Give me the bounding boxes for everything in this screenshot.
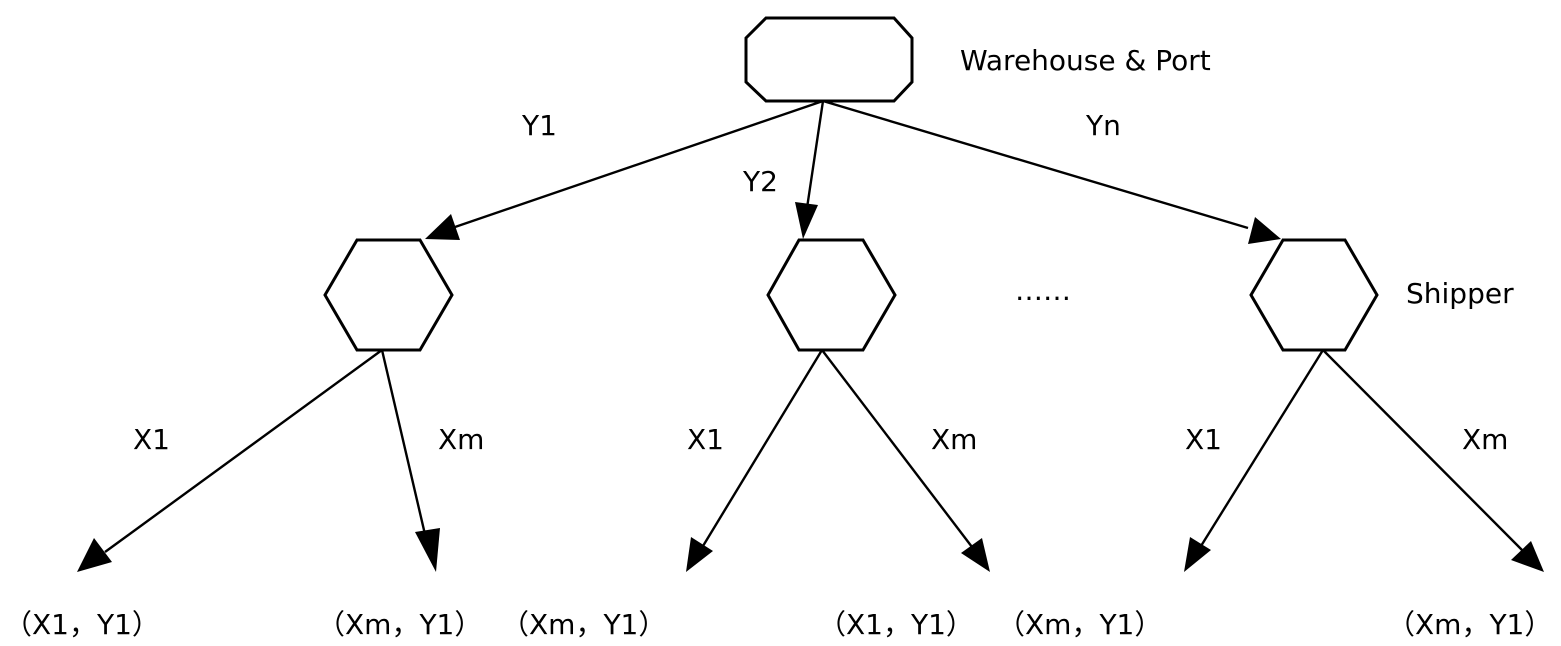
warehouse-port-node (744, 16, 914, 103)
edge-y2 (805, 100, 825, 209)
arrowhead-left-x1 (77, 538, 112, 572)
edge-label-y1: Y1 (521, 109, 557, 142)
edge-left-xm (380, 349, 429, 544)
edge-label-left-x1: X1 (133, 423, 170, 456)
edge-right-x1 (1199, 349, 1325, 547)
arrowhead-right-x1 (1184, 537, 1211, 572)
leaf-label: （X1，Y1） (818, 608, 974, 641)
arrowhead-y2 (795, 202, 818, 239)
arrowhead-left-xm (415, 528, 440, 572)
edge-label-left-xm: Xm (438, 423, 484, 456)
shipper-node-right (1249, 238, 1379, 352)
edge-label-yn: Yn (1085, 109, 1121, 142)
warehouse-port-label: Warehouse & Port (960, 44, 1211, 77)
arrowhead-middle-xm (961, 538, 990, 572)
edge-yn (822, 99, 1249, 230)
arrowhead-middle-x1 (686, 537, 713, 572)
shipper-node-left (323, 238, 454, 352)
leaf-label: （Xm，Y1） (997, 608, 1162, 641)
edge-right-xm (1322, 349, 1523, 551)
leaf-label: （Xm，Y1） (501, 608, 666, 641)
edge-label-y2: Y2 (742, 165, 778, 198)
edge-left-x1 (104, 349, 383, 553)
edge-label-right-xm: Xm (1462, 423, 1508, 456)
edge-label-right-x1: X1 (1185, 423, 1222, 456)
leaf-label: （Xm，Y1） (317, 608, 482, 641)
leaf-label: （Xm，Y1） (1387, 608, 1552, 641)
shipper-node-middle (766, 238, 897, 352)
edge-y1 (454, 99, 824, 229)
arrowhead-right-xm (1511, 541, 1544, 572)
edge-label-middle-x1: X1 (687, 423, 724, 456)
edge-middle-x1 (701, 349, 824, 547)
shipper-label: Shipper (1406, 277, 1514, 310)
edge-middle-xm (821, 349, 973, 548)
leaf-label: （X1，Y1） (4, 608, 160, 641)
ellipsis-label: …… (1015, 274, 1071, 307)
arrowhead-yn (1248, 217, 1281, 244)
edge-label-middle-xm: Xm (931, 423, 977, 456)
arrowhead-y1 (425, 214, 460, 240)
